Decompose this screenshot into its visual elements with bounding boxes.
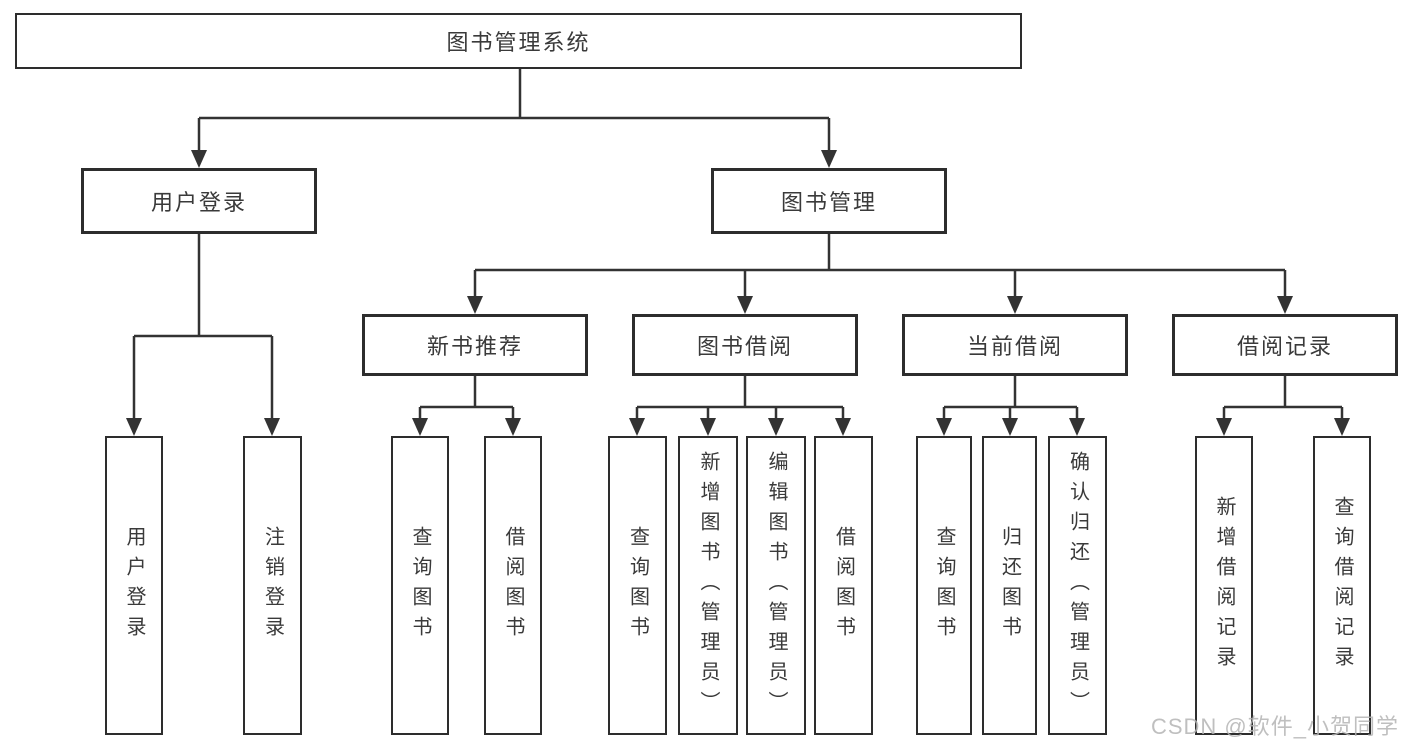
node-label: 图书管理 xyxy=(780,190,877,215)
leaf-query-borrow-record: 查询借阅记录 xyxy=(1313,436,1371,735)
leaf-label: 新增图书（管理员） xyxy=(697,450,719,721)
node-user-login: 用户登录 xyxy=(81,168,317,234)
leaf-label: 借阅图书 xyxy=(832,525,855,646)
leaf-edit-books-admin: 编辑图书（管理员） xyxy=(746,436,806,735)
leaf-query-books-recommend: 查询图书 xyxy=(391,436,449,735)
leaf-label: 确认归还（管理员） xyxy=(1066,450,1089,721)
leaf-label: 用户登录 xyxy=(123,525,145,646)
node-book-borrowing: 图书借阅 xyxy=(632,314,858,376)
leaf-label: 归还图书 xyxy=(998,525,1021,646)
node-new-book-recommendation: 新书推荐 xyxy=(362,314,588,376)
leaf-return-books: 归还图书 xyxy=(982,436,1037,735)
leaf-label: 查询借阅记录 xyxy=(1331,495,1353,676)
leaf-label: 新增借阅记录 xyxy=(1213,495,1235,676)
leaf-label: 查询图书 xyxy=(409,525,431,646)
node-label: 新书推荐 xyxy=(426,334,523,359)
leaf-label: 查询图书 xyxy=(933,525,955,646)
node-book-management: 图书管理 xyxy=(711,168,947,234)
node-borrowing-records: 借阅记录 xyxy=(1172,314,1398,376)
leaf-label: 借阅图书 xyxy=(502,525,524,646)
leaf-user-login: 用户登录 xyxy=(105,436,163,735)
node-label: 图书借阅 xyxy=(696,334,793,359)
node-label: 当前借阅 xyxy=(966,334,1063,359)
leaf-borrow-books-recommend: 借阅图书 xyxy=(484,436,542,735)
leaf-borrow-books: 借阅图书 xyxy=(814,436,873,735)
connector-paths xyxy=(132,69,1344,420)
arrowheads xyxy=(126,150,1350,436)
leaf-add-borrow-record: 新增借阅记录 xyxy=(1195,436,1253,735)
node-library-management-system: 图书管理系统 xyxy=(15,13,1022,69)
leaf-confirm-return-admin: 确认归还（管理员） xyxy=(1048,436,1107,735)
leaf-label: 编辑图书（管理员） xyxy=(765,450,787,721)
leaf-query-books-current: 查询图书 xyxy=(916,436,972,735)
leaf-query-books-borrow: 查询图书 xyxy=(608,436,667,735)
leaf-label: 查询图书 xyxy=(626,525,649,646)
node-current-borrowing: 当前借阅 xyxy=(902,314,1128,376)
csdn-watermark: CSDN @软件_小贺同学 xyxy=(1150,714,1399,739)
leaf-logout: 注销登录 xyxy=(243,436,302,735)
leaf-add-books-admin: 新增图书（管理员） xyxy=(678,436,738,735)
node-label: 图书管理系统 xyxy=(446,30,591,55)
node-label: 用户登录 xyxy=(150,190,247,215)
leaf-label: 注销登录 xyxy=(261,525,284,646)
node-label: 借阅记录 xyxy=(1236,334,1333,359)
